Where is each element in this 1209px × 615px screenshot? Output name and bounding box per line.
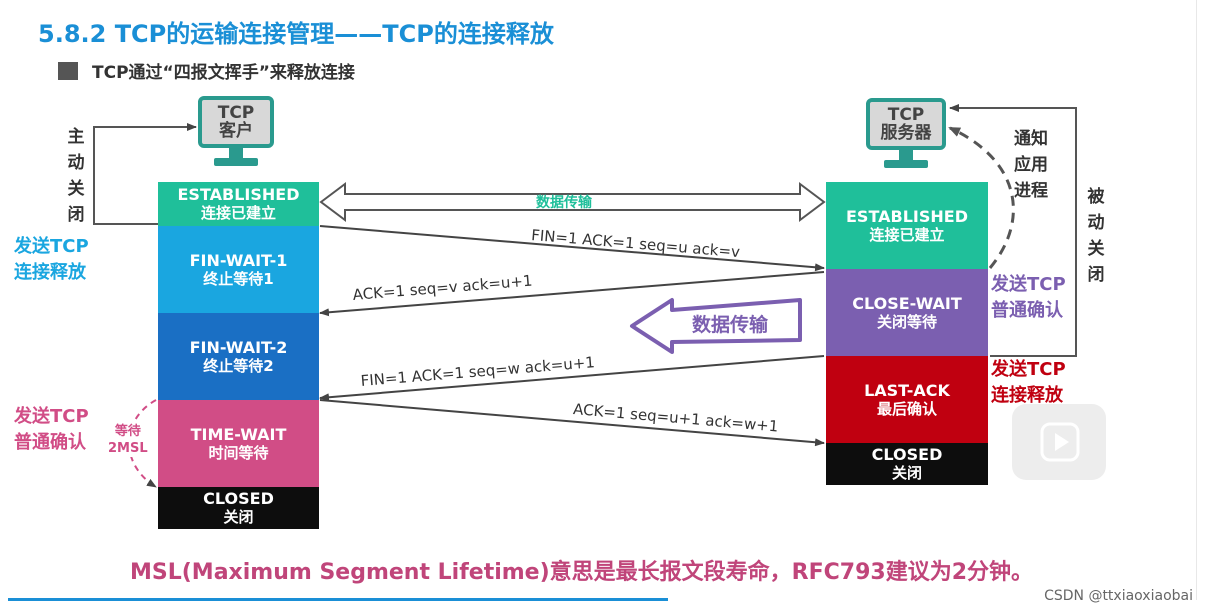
data-transfer-label: 数据传输: [536, 195, 592, 211]
fin1-arrow: [319, 225, 825, 272]
client-name-line2: 客户: [219, 121, 253, 141]
server-send-ack-label: 发送TCP 普通确认: [991, 274, 1066, 321]
footer-note: MSL(Maximum Segment Lifetime)意思是最长报文段寿命，…: [130, 560, 1034, 585]
notify-dashed-arrow: [948, 126, 1015, 269]
data-transfer-big-label: 数据传输: [692, 314, 769, 336]
passive-close-label: 被 动 关 闭: [1087, 187, 1105, 285]
wait-2msl-label: 等待 2MSL: [108, 423, 148, 457]
server-send-release-label: 发送TCP 连接释放: [991, 359, 1066, 406]
client-send-ack-label: 发送TCP 普通确认: [14, 406, 89, 453]
client-computer-icon: TCP 客户: [198, 96, 274, 166]
bullet-square: [58, 62, 78, 80]
subtitle: TCP通过“四报文挥手”来释放连接: [92, 63, 355, 83]
fin2-arrow: [319, 355, 825, 402]
play-icon: [1040, 422, 1080, 462]
wait-2msl-curve: [128, 399, 157, 488]
ack1-arrow: [319, 271, 825, 317]
client-send-release-label: 发送TCP 连接释放: [14, 236, 89, 283]
bottom-rule: [8, 598, 668, 601]
active-close-bracket: [93, 123, 197, 225]
data-transfer-double-arrow: [319, 182, 826, 222]
data-transfer-block-arrow: [630, 298, 802, 354]
server-name-line1: TCP: [887, 105, 925, 125]
server-computer-icon: TCP 服务器: [866, 98, 946, 168]
play-button[interactable]: [1012, 404, 1106, 480]
active-close-label: 主 动 关 闭: [67, 127, 85, 225]
notify-app-label: 通知 应用 进程: [1014, 129, 1048, 201]
page-title: 5.8.2 TCP的运输连接管理——TCP的连接释放: [38, 20, 554, 48]
client-name-line1: TCP: [217, 103, 255, 123]
server-name-line2: 服务器: [880, 123, 932, 143]
passive-close-bracket: [949, 104, 1077, 357]
watermark: CSDN @ttxiaoxiaobai: [1044, 588, 1193, 604]
ack2-arrow: [319, 399, 825, 447]
